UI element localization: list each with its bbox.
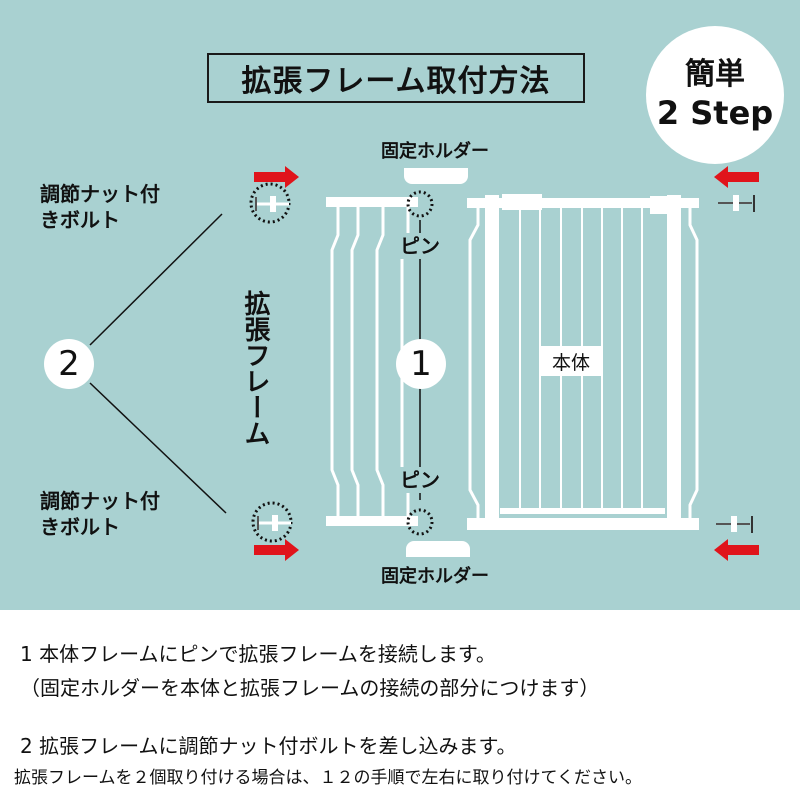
arrow-left-bottom [714,539,759,561]
bolt-top-right [718,195,755,212]
instruction-step1: 1 本体フレームにピンで拡張フレームを接続します。 [20,642,496,666]
step2-marker: 2 [44,339,94,389]
badge-line2: 2 Step [656,94,774,132]
fixed-holder-bottom-label: 固定ホルダー [381,566,489,587]
main-body-label: 本体 [540,346,602,376]
bolt-label-top: 調節ナット付 きボルト [40,182,160,232]
bolt-bottom-right [716,516,753,533]
bolt-top-left [249,182,291,224]
leader-line-bottom [89,382,227,514]
fixed-holder-bottom-shape [406,541,470,557]
leader-line-top [89,213,223,346]
fixed-holder-top-shape [404,168,468,184]
pin-label-top: ピン [400,233,440,259]
fixed-holder-top-label: 固定ホルダー [381,141,489,162]
page-title: 拡張フレーム取付方法 [207,53,585,103]
easy-2-step-badge: 簡単 2 Step [646,26,784,164]
bolt-bottom-left [251,501,293,543]
badge-line1: 簡単 [685,57,745,92]
pin-label-bottom: ピン [400,467,440,493]
arrow-left-top [714,166,759,188]
instruction-step1-note: （固定ホルダーを本体と拡張フレームの接続の部分につけます） [20,676,600,700]
arrow-right-top [254,166,299,188]
arrow-right-bottom [254,539,299,561]
step1-marker: 1 [396,339,446,389]
pin-circle-bottom [406,508,434,536]
instruction-note: 拡張フレームを２個取り付ける場合は、１２の手順で左右に取り付けてください。 [14,768,642,788]
instruction-step2: 2 拡張フレームに調節ナット付ボルトを差し込みます。 [20,734,517,758]
pin-circle-top [406,190,434,218]
extension-frame-label: 拡張フレーム [240,290,270,446]
bolt-label-bottom: 調節ナット付 きボルト [40,489,160,539]
